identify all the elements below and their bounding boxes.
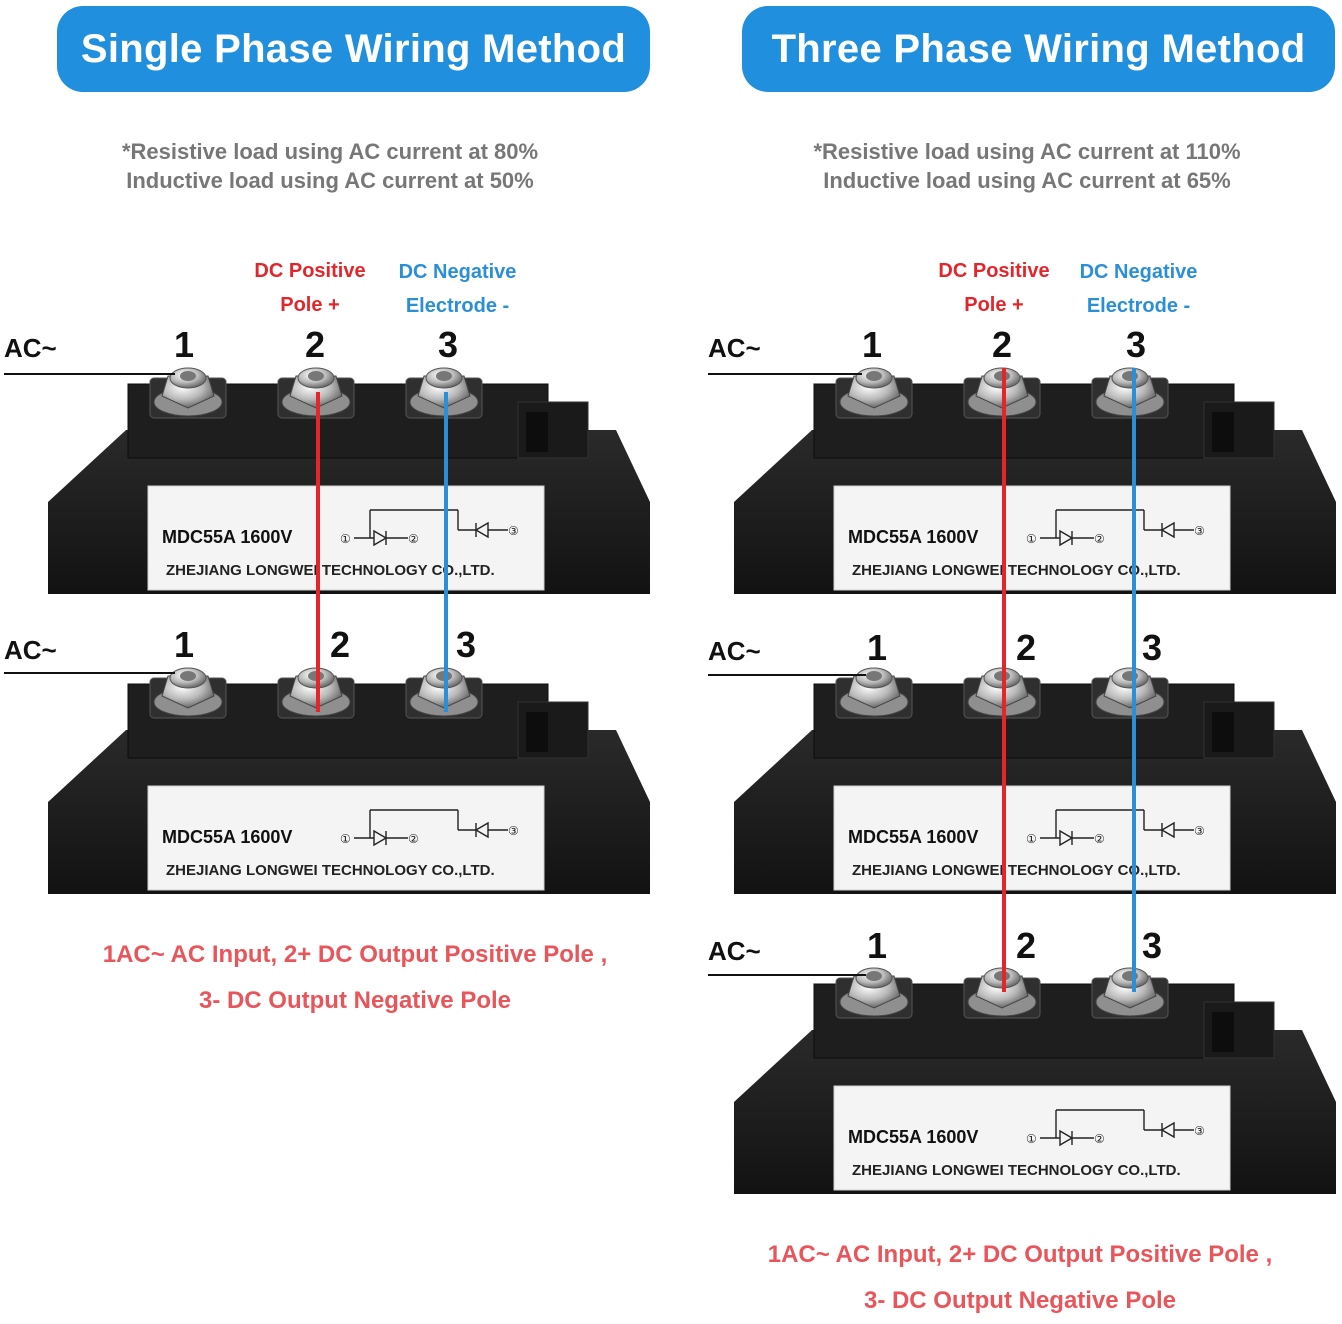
single-footer-line1: 1AC~ AC Input, 2+ DC Output Positive Pol…: [102, 941, 608, 968]
three-ac-label-3: AC~: [708, 936, 761, 966]
single-dc-negative-line2: Electrode -: [405, 295, 510, 317]
three-m1-pin1-mark: ①: [1026, 532, 1037, 546]
three-m3-pin1-mark: ①: [1026, 1132, 1037, 1146]
three-m3-terminal-1: 1: [867, 925, 888, 966]
three-dc-negative-line2: Electrode -: [1086, 295, 1191, 317]
three-m3-terminal-2: 2: [1016, 925, 1037, 966]
single-m2-terminal-2: 2: [330, 624, 351, 665]
single-m1-pin3-mark: ③: [508, 524, 519, 538]
single-m1-maker-text: ZHEJIANG LONGWEI TECHNOLOGY CO.,LTD.: [166, 562, 495, 579]
three-m2-diode-schematic: ① ② ③: [1026, 809, 1205, 847]
three-dc-positive-line1: DC Positive: [938, 260, 1050, 282]
single-m1-label-plate: [147, 485, 545, 591]
single-m1-diode-schematic: ① ② ③: [340, 509, 519, 547]
single-ac-label-2: AC~: [4, 635, 57, 665]
three-ac-label-1: AC~: [708, 333, 761, 363]
three-footer-line2: 3- DC Output Negative Pole: [863, 1287, 1177, 1314]
three-m2-pin2-mark: ②: [1094, 832, 1105, 846]
three-phase-note: *Resistive load using AC current at 110%…: [727, 137, 1327, 195]
single-m2-maker-text: ZHEJIANG LONGWEI TECHNOLOGY CO.,LTD.: [166, 862, 495, 879]
three-dc-negative-line1: DC Negative: [1079, 261, 1198, 283]
single-m1-model-text: MDC55A 1600V: [162, 527, 292, 547]
three-phase-title: Three Phase Wiring Method: [742, 6, 1335, 92]
single-phase-title: Single Phase Wiring Method: [57, 6, 650, 92]
three-dc-negative-label: DC Negative Electrode -: [1066, 255, 1211, 323]
single-m2-diode-module: MDC55A 1600V ZHEJIANG LONGWEI TECHNOLOGY …: [48, 667, 650, 894]
three-m1-label-plate: [833, 485, 1231, 591]
three-m2-terminal-1-screw: [835, 667, 913, 719]
three-m1-pin2-mark: ②: [1094, 532, 1105, 546]
single-m1-diode-module: MDC55A 1600V ZHEJIANG LONGWEI TECHNOLOGY …: [48, 367, 650, 594]
three-m3-diode-module: MDC55A 1600V ZHEJIANG LONGWEI TECHNOLOGY …: [734, 967, 1336, 1194]
single-phase-note: *Resistive load using AC current at 80% …: [40, 137, 620, 195]
three-m1-terminal-3: 3: [1126, 324, 1147, 365]
three-m1-model-text: MDC55A 1600V: [848, 527, 978, 547]
single-m2-terminal-1: 1: [174, 624, 195, 665]
single-ac-label-1: AC~: [4, 333, 57, 363]
three-m2-terminal-3-screw: [1091, 667, 1169, 719]
single-phase-footer: 1AC~ AC Input, 2+ DC Output Positive Pol…: [40, 932, 670, 1024]
three-m3-terminal-3-screw: [1091, 967, 1169, 1019]
single-m2-diode-schematic: ① ② ③: [340, 809, 519, 847]
three-dc-positive-line2: Pole +: [964, 294, 1024, 316]
three-m3-pin3-mark: ③: [1194, 1124, 1205, 1138]
three-m2-diode-module: MDC55A 1600V ZHEJIANG LONGWEI TECHNOLOGY …: [734, 667, 1336, 894]
three-m3-label-plate: [833, 1085, 1231, 1191]
single-dc-positive-line2: Pole +: [280, 294, 340, 316]
three-footer-line1: 1AC~ AC Input, 2+ DC Output Positive Pol…: [767, 1241, 1273, 1268]
single-note-line2: Inductive load using AC current at 50%: [126, 168, 534, 193]
single-m1-pin2-mark: ②: [408, 532, 419, 546]
single-dc-positive-label: DC Positive Pole +: [240, 254, 380, 322]
three-m1-diode-schematic: ① ② ③: [1026, 509, 1205, 547]
three-m2-pin3-mark: ③: [1194, 824, 1205, 838]
three-m1-terminal-1-screw: [835, 367, 913, 419]
three-m3-terminal-3: 3: [1142, 925, 1163, 966]
single-dc-negative-line1: DC Negative: [398, 261, 517, 283]
single-m2-pin2-mark: ②: [408, 832, 419, 846]
three-phase-footer: 1AC~ AC Input, 2+ DC Output Positive Pol…: [720, 1232, 1320, 1324]
single-m2-terminal-1-screw: [149, 667, 227, 719]
single-m2-pin3-mark: ③: [508, 824, 519, 838]
single-m1-terminal-3: 3: [438, 324, 459, 365]
three-m1-maker-text: ZHEJIANG LONGWEI TECHNOLOGY CO.,LTD.: [852, 562, 1181, 579]
single-m2-label-plate: [147, 785, 545, 891]
three-m1-terminal-1: 1: [862, 324, 883, 365]
single-m2-terminal-3: 3: [456, 624, 477, 665]
single-m1-terminal-1-screw: [149, 367, 227, 419]
three-m2-label-plate: [833, 785, 1231, 891]
single-m2-pin1-mark: ①: [340, 832, 351, 846]
three-dc-positive-label: DC Positive Pole +: [924, 254, 1064, 322]
three-m2-pin1-mark: ①: [1026, 832, 1037, 846]
three-m3-diode-schematic: ① ② ③: [1026, 1109, 1205, 1147]
three-m2-terminal-2: 2: [1016, 627, 1037, 668]
three-m1-diode-module: MDC55A 1600V ZHEJIANG LONGWEI TECHNOLOGY …: [734, 367, 1336, 594]
single-m1-terminal-2: 2: [305, 324, 326, 365]
three-m1-pin3-mark: ③: [1194, 524, 1205, 538]
single-dc-positive-line1: DC Positive: [254, 260, 366, 282]
three-m3-maker-text: ZHEJIANG LONGWEI TECHNOLOGY CO.,LTD.: [852, 1162, 1181, 1179]
three-m3-model-text: MDC55A 1600V: [848, 1127, 978, 1147]
three-note-line2: Inductive load using AC current at 65%: [823, 168, 1231, 193]
three-m2-terminal-3: 3: [1142, 627, 1163, 668]
three-note-line1: *Resistive load using AC current at 110%: [813, 139, 1241, 164]
single-m1-terminal-1: 1: [174, 324, 195, 365]
three-m2-maker-text: ZHEJIANG LONGWEI TECHNOLOGY CO.,LTD.: [852, 862, 1181, 879]
single-m2-model-text: MDC55A 1600V: [162, 827, 292, 847]
three-ac-label-2: AC~: [708, 636, 761, 666]
three-m2-model-text: MDC55A 1600V: [848, 827, 978, 847]
single-note-line1: *Resistive load using AC current at 80%: [121, 139, 539, 164]
three-m1-terminal-3-screw: [1091, 367, 1169, 419]
single-footer-line2: 3- DC Output Negative Pole: [198, 987, 512, 1014]
single-dc-negative-label: DC Negative Electrode -: [385, 255, 530, 323]
three-m3-pin2-mark: ②: [1094, 1132, 1105, 1146]
three-m1-terminal-2: 2: [992, 324, 1013, 365]
three-m2-terminal-1: 1: [867, 627, 888, 668]
single-m1-pin1-mark: ①: [340, 532, 351, 546]
three-m3-terminal-1-screw: [835, 967, 913, 1019]
